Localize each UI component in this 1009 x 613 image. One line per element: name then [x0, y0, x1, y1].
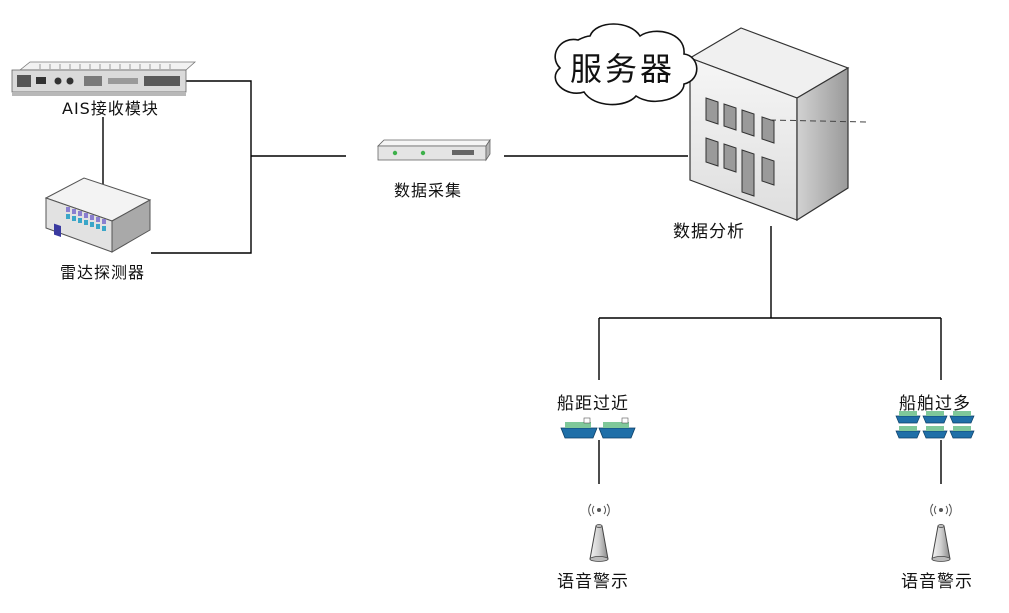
- alarm-right-label: 语音警示: [901, 572, 973, 592]
- speaker-tower-icon: [588, 503, 610, 562]
- branch-left-label: 船距过近: [557, 394, 629, 414]
- ais-to-bus-line: [151, 80, 252, 254]
- analysis-label: 数据分析: [673, 222, 745, 242]
- radar-detector-icon: [44, 177, 152, 253]
- ship-icon: [949, 411, 975, 424]
- ship-icon: [560, 417, 598, 439]
- ship-icon: [895, 426, 921, 439]
- connection-lines: [102, 80, 942, 484]
- ais-receiver-icon: [11, 61, 197, 96]
- ship-group-left: [560, 417, 636, 439]
- ship-group-right: [895, 411, 975, 439]
- alarm-left-label: 语音警示: [557, 572, 629, 592]
- ais-label: AIS接收模块: [62, 99, 159, 118]
- speaker-tower-icon: [930, 503, 952, 562]
- cloud-icon: [554, 23, 698, 106]
- ship-icon: [949, 426, 975, 439]
- server-cloud-label: 服务器: [570, 50, 676, 88]
- ship-icon: [895, 411, 921, 424]
- data-collector-icon: [377, 138, 491, 162]
- branch-right-label: 船舶过多: [899, 394, 971, 414]
- server-building-icon: [688, 27, 867, 222]
- ship-icon: [922, 411, 948, 424]
- ship-icon: [922, 426, 948, 439]
- radar-label: 雷达探测器: [60, 263, 146, 282]
- ship-icon: [598, 417, 636, 439]
- collector-label: 数据采集: [394, 181, 463, 200]
